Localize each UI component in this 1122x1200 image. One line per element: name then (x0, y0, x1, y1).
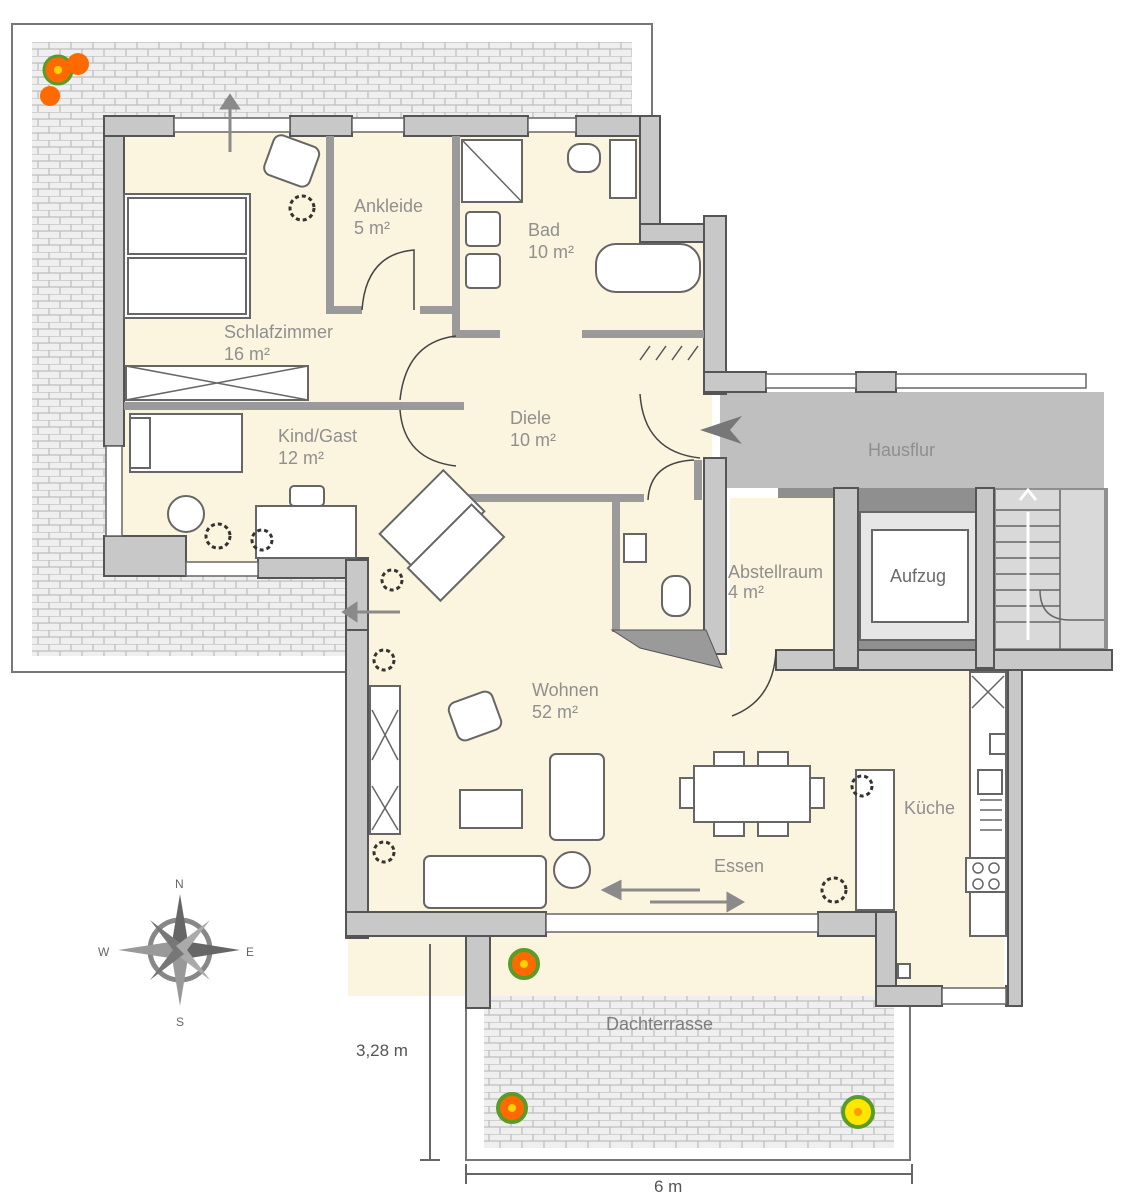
guest-bed (129, 413, 243, 473)
schlafzimmer-name: Schlafzimmer (224, 322, 333, 342)
wohnen-area: 52 m² (532, 702, 578, 722)
dimension-width: 6 m (465, 1164, 913, 1196)
ankleide-area: 5 m² (354, 218, 390, 238)
side-table (553, 851, 591, 889)
dimension-width-label: 6 m (654, 1177, 682, 1196)
schlafzimmer-area: 16 m² (224, 344, 270, 364)
wohnen-name: Wohnen (532, 680, 599, 700)
wall-east-corner (703, 371, 767, 393)
shower (461, 139, 523, 203)
dimension-height-label: 3,28 m (356, 1041, 408, 1060)
diele-area: 10 m² (510, 430, 556, 450)
toilet-wc (661, 575, 691, 617)
diagonal-chest (378, 468, 506, 603)
dachterrasse-name: Dachterrasse (606, 1014, 713, 1034)
wall-wohnen-west-2 (345, 629, 369, 939)
wall-south-1 (345, 911, 547, 937)
plant-icon (204, 194, 874, 904)
dimension-height: 3,28 m (356, 944, 440, 1161)
kitchen-island (855, 769, 895, 911)
dining-table (679, 751, 825, 837)
entry-door (639, 393, 701, 459)
kind-gast-name: Kind/Gast (278, 426, 357, 446)
armchair-wohnen (447, 690, 503, 742)
wc-door (647, 459, 695, 501)
wall-north-2 (289, 115, 353, 137)
wall-sw-1 (103, 535, 187, 577)
shoe-rack (639, 345, 699, 361)
kind-gast-area: 12 m² (278, 448, 324, 468)
compass-s: S (176, 1015, 184, 1029)
kitchen-column (897, 963, 911, 979)
wall-north-3 (403, 115, 529, 137)
sofa-large (423, 855, 547, 909)
wardrobe (125, 365, 309, 401)
entry-arrow-icon (700, 416, 742, 444)
hausflur-area (720, 392, 1108, 668)
abstellraum-name: Abstellraum (728, 562, 823, 582)
flower-icon (40, 53, 875, 1129)
kueche-name: Küche (904, 798, 955, 818)
wall-schlaf-kind (124, 402, 464, 410)
armchair-schlaf (263, 134, 321, 188)
bad-name: Bad (528, 220, 560, 240)
toilet-bad (567, 143, 601, 173)
desk-chair (289, 485, 325, 507)
diele-name: Diele (510, 408, 551, 428)
wall-ankleide-west (326, 136, 334, 314)
compass-w: W (98, 945, 110, 959)
sink-1 (465, 211, 501, 247)
essen-name: Essen (714, 856, 764, 876)
sofa-small (549, 753, 605, 841)
coffee-table (459, 789, 523, 829)
wall-north-1 (103, 115, 175, 137)
ankleide-door (361, 249, 415, 311)
kind-door (399, 409, 457, 467)
wall-east-upper (703, 215, 727, 395)
wall-diele-south (458, 494, 644, 502)
bathtub (595, 243, 701, 293)
sink-2 (465, 253, 501, 289)
doors (361, 249, 777, 717)
wall-terrace-west (465, 935, 491, 1009)
wall-west (103, 115, 125, 447)
compass-rose-icon: N S E W (98, 877, 254, 1029)
kitchen-counter (965, 671, 1007, 937)
bed (123, 193, 251, 319)
compass-n: N (175, 877, 184, 891)
ankleide-name: Ankleide (354, 196, 423, 216)
aufzug-cabin (871, 529, 969, 623)
windows (105, 117, 1087, 1005)
wall-abstell-west (703, 457, 727, 655)
walls (103, 115, 1113, 1009)
compass-e: E (246, 945, 254, 959)
abstell-door (731, 649, 777, 717)
staircase (996, 487, 1104, 650)
wall-east-kueche (1007, 669, 1023, 1007)
wc-sink (623, 533, 647, 563)
wall-wc-west (612, 500, 620, 632)
hausflur-name: Hausflur (868, 440, 935, 460)
sideboard (369, 685, 401, 835)
bad-area: 10 m² (528, 242, 574, 262)
room-labels: Ankleide 5 m² Bad 10 m² Schlafzimmer 16 … (224, 196, 955, 1034)
abstellraum-area: 4 m² (728, 582, 764, 602)
aufzug-name: Aufzug (890, 566, 946, 586)
arrow-icon (219, 93, 746, 913)
schlaf-door (399, 335, 457, 401)
bad-cabinet (609, 139, 637, 199)
round-table (167, 495, 205, 533)
desk (255, 505, 357, 559)
wall-wohnen-west-1 (345, 559, 369, 641)
wall-bad-west (452, 136, 460, 332)
